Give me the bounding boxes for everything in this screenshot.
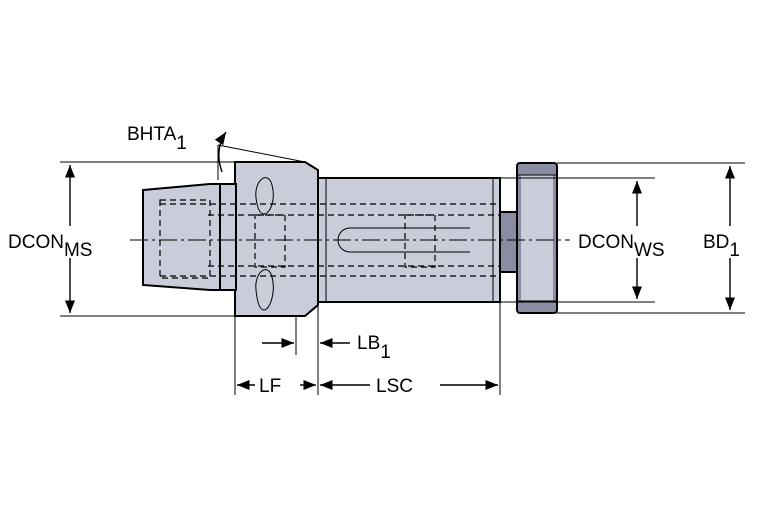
- dimension-lines: [64, 131, 736, 391]
- keyway-slot-bottom: [255, 269, 274, 311]
- flange: [234, 161, 319, 317]
- label-bd1: BD1: [703, 232, 740, 261]
- label-dcon-ws: DCONWS: [578, 232, 665, 261]
- label-lf: LF: [259, 376, 281, 397]
- label-lb1: LB1: [357, 333, 391, 363]
- dim-bhta-arc: [214, 131, 227, 173]
- connecting-stub: [499, 211, 519, 273]
- label-lsc: LSC: [376, 376, 413, 397]
- tool-holder-body: [130, 161, 570, 317]
- dimension-labels: BHTA1 DCONMS DCONWS BD1 LB1 LF LSC: [8, 124, 740, 397]
- internal-bore-hidden: [160, 203, 500, 277]
- shank-neck: [219, 183, 237, 291]
- label-bhta: BHTA1: [127, 124, 187, 154]
- keyway-slot-top: [255, 177, 274, 215]
- extension-lines: [60, 144, 745, 395]
- label-dcon-ms: DCONMS: [8, 232, 92, 261]
